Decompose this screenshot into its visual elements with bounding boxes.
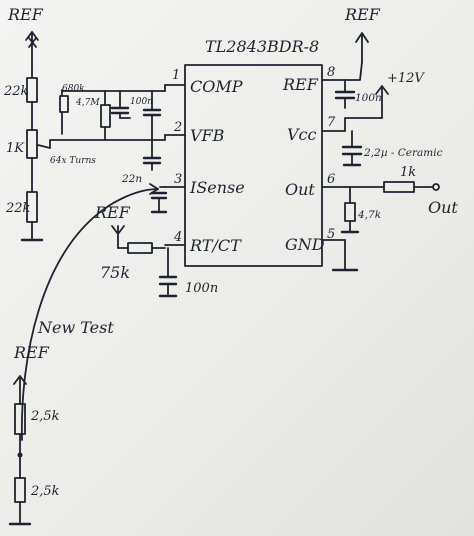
- timing-resistor: [127, 242, 153, 254]
- feedback-resistor-680k-label: 680k: [62, 84, 85, 94]
- divider-ref-label: REF: [7, 5, 44, 24]
- divider-pot-wiper: [37, 144, 51, 149]
- pin1-number: 1: [172, 68, 180, 83]
- new-test-ref-arrow: [13, 375, 27, 405]
- divider-top-resistor-label: 22k: [3, 84, 29, 99]
- pin3-name: ISense: [189, 178, 245, 197]
- pin1-name: COMP: [190, 77, 243, 96]
- divider-pot: [26, 129, 38, 159]
- comp-cap-label: 100n: [130, 97, 153, 107]
- supply-arrow: [375, 85, 389, 119]
- divider-top-resistor: [26, 77, 38, 103]
- pin6-number: 6: [327, 172, 335, 187]
- out-terminal: [432, 183, 440, 191]
- new-test-r2-label: 2,5k: [30, 484, 60, 499]
- ic-part-number: TL2843BDR-8: [205, 37, 319, 56]
- pin5-number: 5: [327, 227, 335, 242]
- supply-label: +12V: [387, 71, 425, 86]
- ic-body: [184, 64, 323, 267]
- vcc-wire: [344, 117, 383, 132]
- divider-bottom-resistor-label: 22k: [5, 201, 31, 216]
- new-test-link-arrowhead: [149, 183, 159, 195]
- new-test-title: New Test: [37, 318, 114, 337]
- pin8-name: REF: [282, 75, 319, 94]
- timing-ref-arrow: [111, 225, 125, 249]
- pin6-name: Out: [285, 180, 315, 199]
- pin5-name: GND: [285, 235, 325, 254]
- new-test-r2: [14, 477, 26, 503]
- pin8-number: 8: [327, 65, 335, 80]
- new-test-r1: [14, 403, 26, 435]
- out-resistor: [383, 181, 415, 193]
- wiper-to-vfb-wire: [49, 134, 166, 149]
- feedback-resistor-680k: [59, 89, 69, 135]
- divider-pot-label: 1K: [6, 141, 25, 156]
- ref-cap-label: 100n: [355, 92, 382, 104]
- pulldown-label: 4,7k: [357, 209, 381, 221]
- out-label: Out: [428, 198, 458, 217]
- timing-resistor-label: 75k: [100, 263, 130, 282]
- new-test-ref-label: REF: [13, 343, 50, 362]
- out-resistor-label: 1k: [400, 165, 416, 180]
- feedback-resistor-4m7-label: 4,7M: [75, 98, 100, 108]
- pin3-number: 3: [174, 172, 182, 187]
- isense-cap-label: 22n: [121, 173, 142, 185]
- timing-ref-label: REF: [94, 203, 131, 222]
- right-ref-arrow: [355, 32, 369, 63]
- pin7-number: 7: [327, 115, 336, 130]
- new-test-r1-label: 2,5k: [30, 409, 60, 424]
- pin4-name: RT/CT: [189, 236, 242, 255]
- pin4-number: 4: [173, 230, 182, 245]
- timing-cap-label: 100n: [185, 281, 218, 296]
- new-test-link-arrow: [20, 188, 159, 441]
- feedback-resistor-4m7: [100, 104, 111, 128]
- pulldown-resistor: [344, 202, 356, 222]
- right-ref-label: REF: [344, 5, 381, 24]
- vcc-cap-label: 2,2µ - Ceramic: [363, 147, 443, 159]
- pin7-name: Vcc: [287, 125, 317, 144]
- new-test-node: [17, 452, 23, 458]
- divider-pot-note: 64x Turns: [50, 156, 96, 166]
- ref-wire: [344, 61, 363, 81]
- pin2-name: VFB: [190, 126, 225, 145]
- pin2-number: 2: [173, 120, 182, 135]
